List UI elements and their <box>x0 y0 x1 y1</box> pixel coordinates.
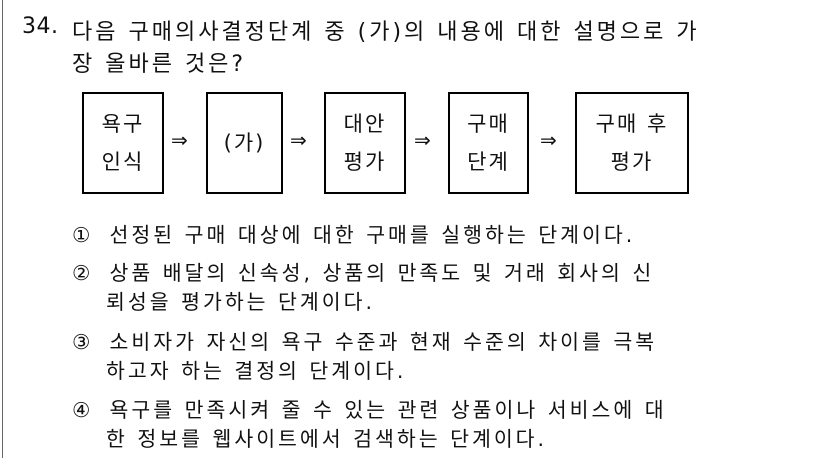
option-text: 선정된 구매 대상에 대한 구매를 실행하는 단계이다. <box>109 223 636 247</box>
option-text-continued: 한 정보를 웹사이트에서 검색하는 단계이다. <box>106 427 548 451</box>
option-text-continued: 뢰성을 평가하는 단계이다. <box>106 290 376 314</box>
double-arrow-icon: ⇒ <box>414 128 431 152</box>
flow-box-label: 구매 후 <box>595 112 669 136</box>
flow-box-need-recognition: 욕구 인식 <box>82 92 164 194</box>
answer-option-2[interactable]: ② 상품 배달의 신속성, 상품의 만족도 및 거래 회사의 신 뢰성을 평가하… <box>72 259 654 317</box>
flow-box-label: 평가 <box>610 150 654 174</box>
option-number-icon: ① <box>72 223 91 247</box>
answer-option-1[interactable]: ① 선정된 구매 대상에 대한 구매를 실행하는 단계이다. <box>72 218 635 248</box>
question-number: 34. <box>22 14 59 39</box>
option-number-icon: ④ <box>72 398 91 422</box>
option-number-icon: ③ <box>72 330 91 354</box>
option-number-icon: ② <box>72 261 91 285</box>
option-text: 상품 배달의 신속성, 상품의 만족도 및 거래 회사의 신 <box>109 261 655 285</box>
option-text: 욕구를 만족시켜 줄 수 있는 관련 상품이나 서비스에 대 <box>109 398 667 422</box>
flow-box-label: 욕구 <box>101 112 145 136</box>
flow-box-alternative-evaluation: 대안 평가 <box>324 92 406 194</box>
flow-box-label: 인식 <box>101 150 145 174</box>
question-text-line2: 장 올바른 것은? <box>72 52 247 77</box>
double-arrow-icon: ⇒ <box>171 128 188 152</box>
flow-box-label: 평가 <box>343 150 387 174</box>
left-border-rule <box>2 0 3 458</box>
flow-box-purchase-stage: 구매 단계 <box>448 92 529 194</box>
double-arrow-icon: ⇒ <box>290 128 307 152</box>
flow-box-blank-ga: (가) <box>206 92 283 194</box>
flow-box-label: 단계 <box>467 150 510 174</box>
question-text-line1: 다음 구매의사결정단계 중 (가)의 내용에 대한 설명으로 가 <box>72 20 700 45</box>
flow-box-label: 대안 <box>343 112 387 136</box>
option-text: 소비자가 자신의 욕구 수준과 현재 수준의 차이를 극복 <box>109 330 658 354</box>
option-text-continued: 하고자 하는 결정의 단계이다. <box>106 359 407 383</box>
flow-box-label: 구매 <box>467 112 510 136</box>
flow-box-label: (가) <box>223 131 266 155</box>
answer-option-4[interactable]: ④ 욕구를 만족시켜 줄 수 있는 관련 상품이나 서비스에 대 한 정보를 웹… <box>72 396 667 454</box>
answer-option-3[interactable]: ③ 소비자가 자신의 욕구 수준과 현재 수준의 차이를 극복 하고자 하는 결… <box>72 328 657 386</box>
double-arrow-icon: ⇒ <box>540 128 557 152</box>
flow-box-post-purchase-evaluation: 구매 후 평가 <box>575 92 689 194</box>
